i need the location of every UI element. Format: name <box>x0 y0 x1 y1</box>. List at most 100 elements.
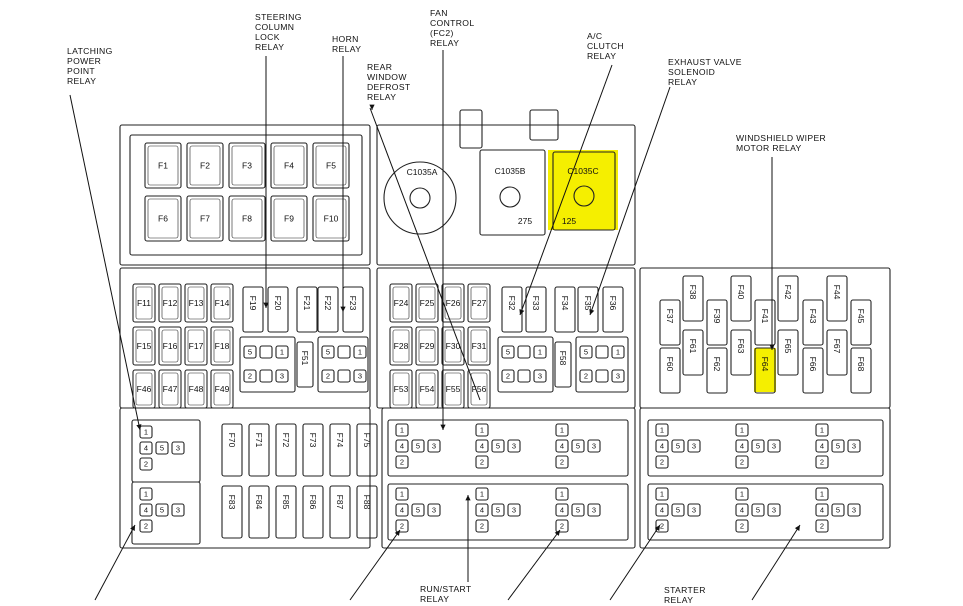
fuse-slot <box>248 423 270 477</box>
fuse-slot-inner <box>147 198 179 239</box>
fuse-slot <box>132 326 156 366</box>
fuse-slot <box>682 329 704 376</box>
relay-strip-d-g1-r2-pin-4: 4 <box>740 506 744 515</box>
fuse-slot <box>777 329 799 376</box>
fuse-slot-inner <box>213 372 231 406</box>
fuse-slot-inner <box>231 145 263 186</box>
connector-c1035b-number: 275 <box>518 216 532 226</box>
fuse-slot <box>802 299 824 346</box>
leader-arrowhead <box>136 424 142 430</box>
relay-strip-b-g1-r1-pin-1: 1 <box>480 490 484 499</box>
relay-strip-a-g0-r2-pin <box>427 439 441 453</box>
leader-line <box>519 64 613 316</box>
fuse-slot <box>356 485 378 539</box>
fuse-label-f38: F38 <box>688 285 698 300</box>
fuse-slot <box>826 329 848 376</box>
fuse-slot <box>467 326 491 366</box>
fuse-label-f13: F13 <box>189 298 204 308</box>
top-left-housing <box>119 124 371 266</box>
fuse-slot-inner <box>187 372 205 406</box>
fuse-slot <box>144 142 182 189</box>
relay-strip-d-g1-r2-pin-3: 3 <box>772 506 776 515</box>
connector-c1035b <box>479 149 546 236</box>
fuse-slot-inner <box>418 286 436 320</box>
relay-lower-left <box>131 481 201 545</box>
relay-strip-b-g1-r2-pin-4: 4 <box>480 506 484 515</box>
fuse-slot <box>270 195 308 242</box>
fuse-slot <box>248 485 270 539</box>
latching-relay-r2-pin-4: 4 <box>144 444 148 453</box>
relay-strip-a-g0-r2-pin <box>395 439 409 453</box>
relay-strip-a-g2-r3-pin-2: 2 <box>560 458 564 467</box>
relay-a2-pin-3: 3 <box>280 372 284 381</box>
relay-strip-a-g1-r2-pin <box>475 439 489 453</box>
relay-strip-d-g2-r3-pin-2: 2 <box>820 522 824 531</box>
fuse-slot <box>754 347 776 394</box>
fuse-slot <box>267 286 289 333</box>
relay-a-pin-1: 1 <box>280 348 284 357</box>
top-fuse-block <box>129 134 363 256</box>
fuse-slot <box>389 283 413 323</box>
fuse-label-f17: F17 <box>189 341 204 351</box>
fuse-slot-inner <box>135 372 153 406</box>
fuse-slot-inner <box>213 329 231 363</box>
relay-strip-c <box>647 419 884 477</box>
relay-strip-d-g0-r1-pin <box>655 487 669 501</box>
connector-housing <box>376 124 636 266</box>
relay-strip-b-g0-r1-pin-1: 1 <box>400 490 404 499</box>
relay-strip-a-g1-r1-pin-1: 1 <box>480 426 484 435</box>
relay-strip-d-g1-r1-pin-1: 1 <box>740 490 744 499</box>
latching-relay-r2-pin <box>171 441 185 455</box>
fuse-slot <box>296 341 314 388</box>
leader-line <box>507 529 561 601</box>
fuse-slot <box>777 275 799 322</box>
relay-d-pin-1: 1 <box>616 348 620 357</box>
bottom-center-housing <box>381 407 636 549</box>
fuse-label-f62: F62 <box>712 357 722 372</box>
fuse-slot <box>730 329 752 376</box>
fuse-label-f70: F70 <box>227 433 237 448</box>
relay-strip-d-g2-r2-pin <box>847 503 861 517</box>
fuse-slot-inner <box>273 198 305 239</box>
relay-strip-c-g2-r2-pin-4: 4 <box>820 442 824 451</box>
relay-b2-pin <box>321 369 335 383</box>
fuse-label-f66: F66 <box>808 357 818 372</box>
latching-relay-r3-pin <box>139 457 153 471</box>
fuse-slot <box>706 299 728 346</box>
fuse-label-f2: F2 <box>200 161 210 171</box>
fuse-label-f68: F68 <box>856 357 866 372</box>
fuse-label-f22: F22 <box>323 296 333 311</box>
fuse-label-f11: F11 <box>137 298 151 308</box>
relay-strip-b-g1-r1-pin <box>475 487 489 501</box>
fuse-slot-inner <box>392 286 410 320</box>
relay-strip-d-g2-r2-pin <box>815 503 829 517</box>
fuse-label-f9: F9 <box>284 214 294 224</box>
relay-strip-b-g1-r3-pin-2: 2 <box>480 522 484 531</box>
fuse-slot <box>441 283 465 323</box>
connector-latch <box>529 109 559 141</box>
leader-line <box>94 524 136 601</box>
fuse-label-f55: F55 <box>446 384 461 394</box>
connector-c1035b-socket <box>499 186 521 208</box>
relay-d2-pin-2: 2 <box>584 372 588 381</box>
relay-strip-b-g0-r3-pin-2: 2 <box>400 522 404 531</box>
fuse-slot <box>602 286 624 333</box>
relay-strip-a-g2-r2-pin <box>587 439 601 453</box>
fuse-label-f49: F49 <box>215 384 230 394</box>
fuse-slot <box>296 286 318 333</box>
relay-strip-b-g0-r2-pin-4: 4 <box>400 506 404 515</box>
connector-c1035c-socket <box>573 185 595 207</box>
relay-strip-d-g2-r2-pin <box>831 503 845 517</box>
latching-relay-r2-pin <box>155 441 169 455</box>
relay-lower-left-r3-pin-2: 2 <box>144 522 148 531</box>
exhaust-valve-solenoid-relay-label: EXHAUST VALVE SOLENOID RELAY <box>668 57 742 87</box>
fuse-label-f35: F35 <box>583 296 593 311</box>
leader-arrowhead <box>769 344 775 350</box>
fuse-label-f27: F27 <box>472 298 487 308</box>
latching-relay <box>131 419 201 483</box>
fuse-slot <box>554 341 572 388</box>
relay-strip-b-g2-r2-pin-5: 5 <box>576 506 580 515</box>
relay-lower-left-r1-pin <box>139 487 153 501</box>
relay-strip-c-g0-r2-pin-3: 3 <box>692 442 696 451</box>
fuse-slot-inner <box>444 372 462 406</box>
